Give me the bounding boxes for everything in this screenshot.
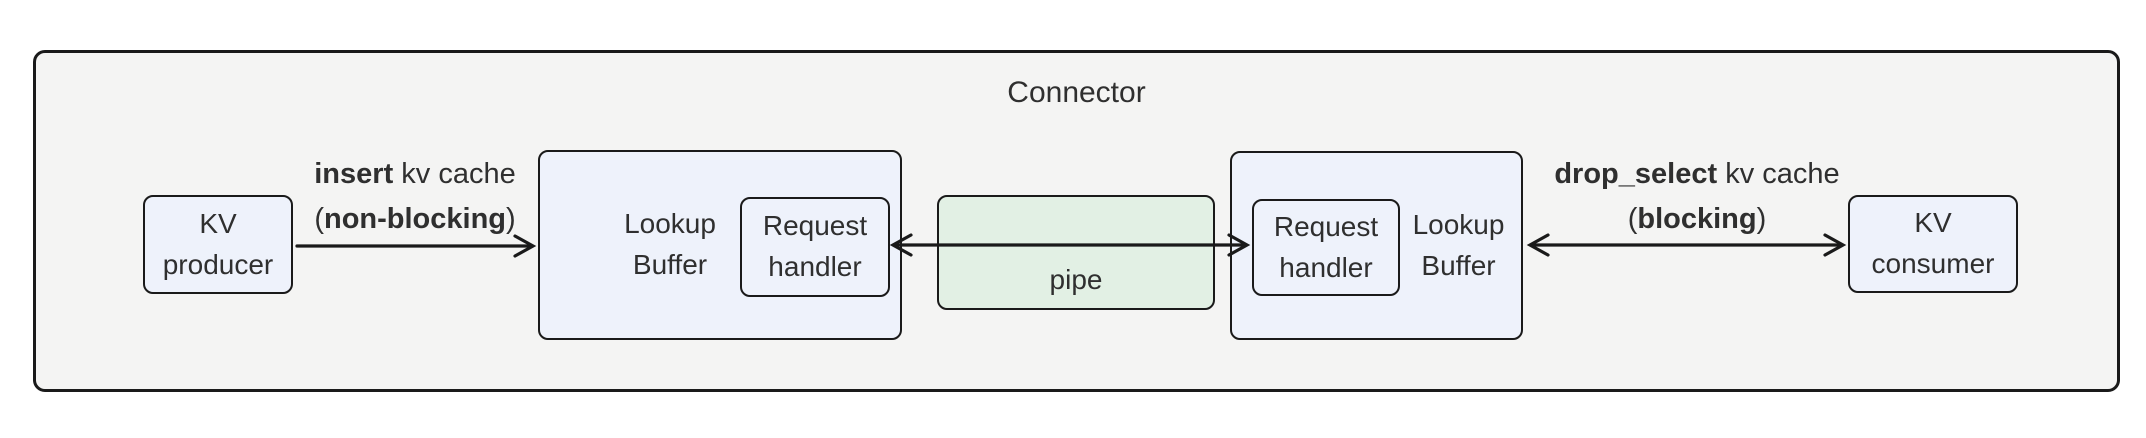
connector-title: Connector xyxy=(1007,76,1146,109)
left-request-handler-line2: handler xyxy=(768,251,862,282)
node-kv-producer-line1: KV xyxy=(199,207,237,239)
right-lookup-buffer-line2: Buffer xyxy=(1421,249,1496,281)
node-pipe: pipe xyxy=(937,195,1215,310)
pipe-label: pipe xyxy=(1049,264,1103,295)
left-lookup-buffer-line1: Lookup xyxy=(624,208,716,240)
left-lookup-buffer-label: Lookup Buffer xyxy=(570,152,770,338)
right-request-handler-line2: handler xyxy=(1279,251,1373,283)
right-lookup-buffer-label: Lookup Buffer xyxy=(1396,153,1521,338)
node-right-lookup-buffer: Request handler Lookup Buffer xyxy=(1230,151,1523,340)
node-kv-producer-line2: producer xyxy=(162,248,274,280)
right-request-handler-line1: Request xyxy=(1273,210,1379,242)
left-request-handler-line1: Request xyxy=(762,210,868,242)
left-lookup-buffer-line2: Buffer xyxy=(632,249,708,280)
node-left-lookup-buffer: Lookup Buffer Request handler xyxy=(538,150,902,340)
node-left-request-handler: Request handler xyxy=(740,197,890,297)
node-kv-consumer: KV consumer xyxy=(1848,195,2018,293)
node-kv-producer: KV producer xyxy=(143,195,293,294)
node-kv-consumer-line1: KV xyxy=(1914,207,1952,239)
right-lookup-buffer-line1: Lookup xyxy=(1412,208,1505,240)
node-kv-consumer-line2: consumer xyxy=(1871,248,1995,279)
node-right-request-handler: Request handler xyxy=(1252,199,1400,296)
